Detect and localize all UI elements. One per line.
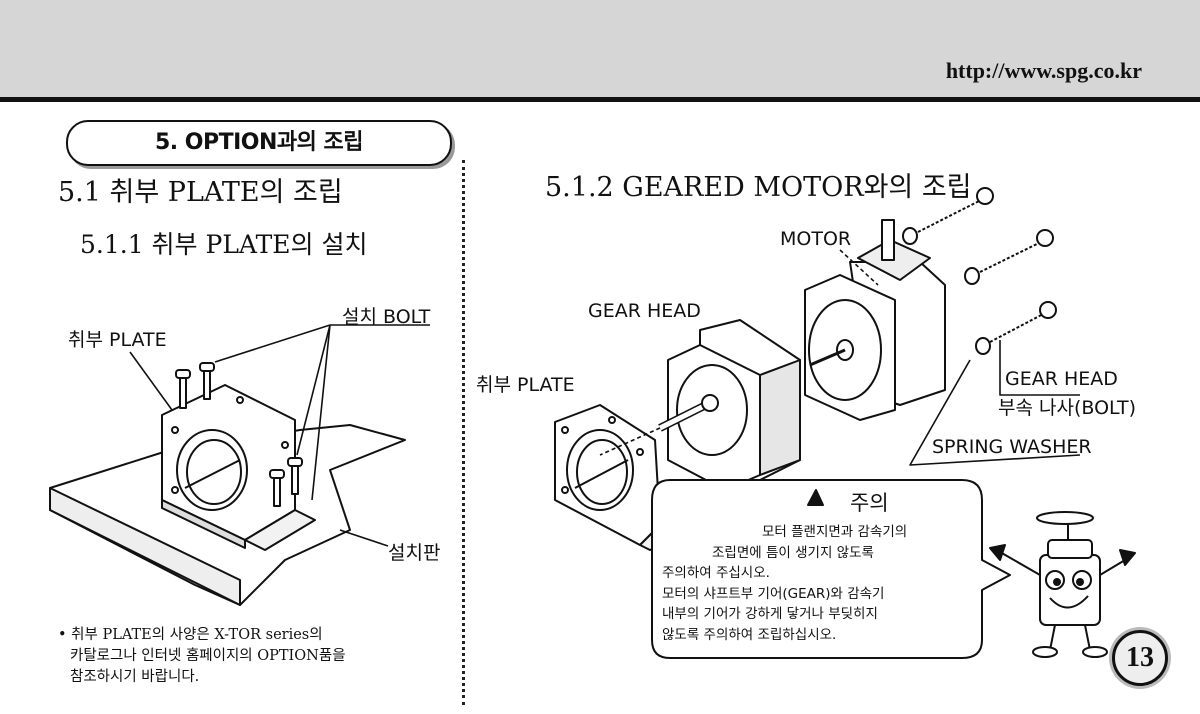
spec-note: • 취부 PLATE의 사양은 X-TOR series의 카탈로그나 인터넷 … — [58, 625, 346, 688]
label-mounting-plate: 취부 PLATE — [68, 329, 167, 351]
caution-text: 모터 플랜지면과 감속기의 조립면에 틈이 생기지 않도록 주의하여 주십시오.… — [662, 522, 952, 645]
label-gear-head-bolt-2: 부속 나사(BOLT) — [998, 397, 1137, 419]
label-gear-head: GEAR HEAD — [588, 300, 701, 322]
warning-icon — [807, 489, 824, 506]
label-mounting-plate-right: 취부 PLATE — [476, 374, 575, 396]
header-bar — [0, 0, 1200, 97]
heading-5-1-1: 5.1.1 취부 PLATE의 설치 — [80, 230, 368, 259]
label-mounting-board: 설치판 — [388, 542, 441, 564]
website-url[interactable]: http://www.spg.co.kr — [945, 58, 1142, 83]
caution-line: 주의하여 주십시오. — [662, 565, 770, 581]
caution-line: 내부의 기어가 강하게 닿거나 부딪히지 — [662, 606, 878, 622]
caution-line: 모터의 샤프트부 기어(GEAR)와 감속기 — [662, 585, 885, 602]
section-title-badge: 5. OPTION과의 조립 — [66, 120, 452, 166]
label-motor: MOTOR — [780, 228, 852, 250]
header-rule — [0, 97, 1200, 102]
gear-head-illustration — [658, 319, 801, 491]
caution-bubble-outline — [651, 479, 1011, 659]
label-gear-head-bolt-1: GEAR HEAD — [1005, 368, 1118, 390]
gearhead-bolts — [902, 187, 1057, 355]
caution-line: 모터 플랜지면과 감속기의 — [762, 524, 908, 540]
caution-title: 주의 — [850, 491, 889, 515]
caution-line: 않도록 주의하여 조립하십시오. — [662, 626, 837, 643]
note-line: 참조하시기 바랍니다. — [70, 669, 200, 685]
caution-line: 조립면에 틈이 생기지 않도록 — [712, 544, 874, 561]
note-line: • 취부 PLATE의 사양은 X-TOR series의 — [58, 627, 323, 643]
section-title: 5. OPTION과의 조립 — [154, 130, 364, 155]
mounting-plate-illustration — [161, 384, 316, 551]
label-spring-washer: SPRING WASHER — [932, 436, 1092, 458]
heading-5-1: 5.1 취부 PLATE의 조립 — [58, 177, 343, 208]
mascot-illustration — [989, 511, 1136, 658]
label-install-bolt: 설치 BOLT — [342, 306, 431, 328]
column-divider — [462, 160, 465, 705]
page-number: 13 — [1112, 630, 1168, 686]
motor-illustration — [804, 219, 946, 421]
note-line: 카탈로그나 인터넷 홈페이지의 OPTION품을 — [70, 648, 346, 664]
install-bolts-left — [175, 362, 303, 507]
heading-5-1-2: 5.1.2 GEARED MOTOR와의 조립 — [545, 172, 972, 203]
